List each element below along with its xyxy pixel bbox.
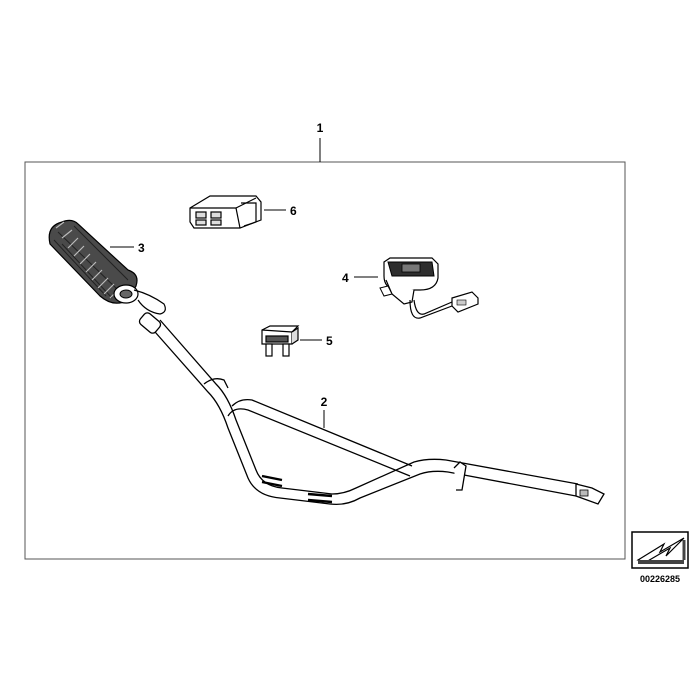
callout-3-label: 3 <box>138 241 145 255</box>
callout-1: 1 <box>317 121 324 162</box>
callout-5: 5 <box>300 334 333 348</box>
callout-5-label: 5 <box>326 334 333 348</box>
part-5-fuse <box>261 325 300 357</box>
callout-4: 4 <box>342 271 378 285</box>
callout-6: 6 <box>264 204 297 218</box>
assembly-frame <box>24 161 626 560</box>
callout-6-label: 6 <box>290 204 297 218</box>
callout-2-label: 2 <box>321 395 328 409</box>
callout-1-label: 1 <box>317 121 324 135</box>
arrow-icon <box>631 531 689 569</box>
document-number: 00226285 <box>640 574 680 584</box>
part-3-heated-grip <box>48 219 166 315</box>
callout-3: 3 <box>110 241 145 255</box>
callout-2: 2 <box>321 395 328 428</box>
part-4-switch <box>379 257 479 319</box>
part-2-wiring-harness <box>138 312 605 506</box>
part-6-connector <box>189 195 262 229</box>
callout-4-label: 4 <box>342 271 349 285</box>
